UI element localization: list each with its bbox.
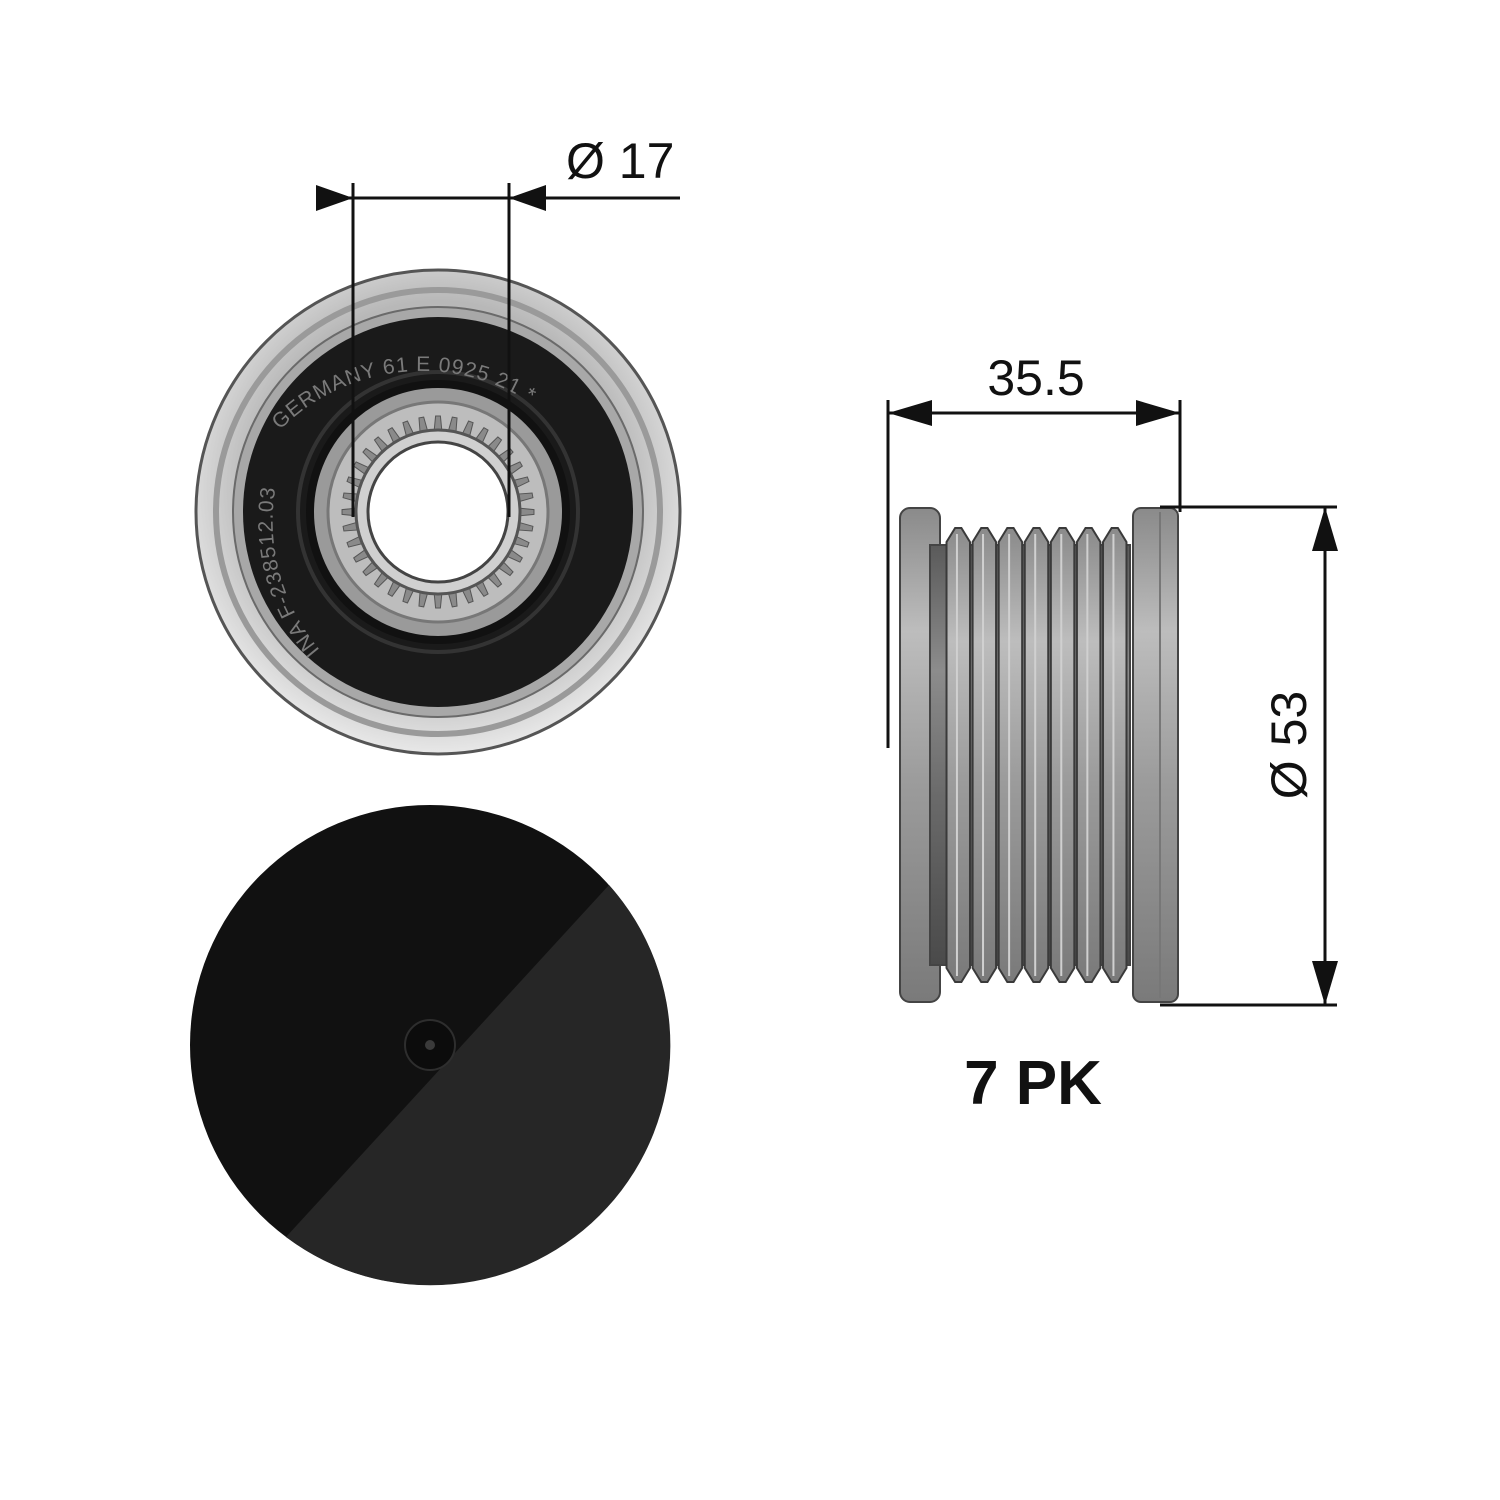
bore-dimension: Ø 17: [316, 133, 680, 517]
v-rib: [945, 527, 971, 983]
v-rib: [971, 527, 998, 983]
v-rib: [1075, 527, 1102, 983]
center-bore: [366, 440, 510, 584]
bore-arrow-left: [316, 185, 353, 211]
pulley-side-view: [899, 507, 1179, 1003]
width-label: 35.5: [987, 350, 1084, 406]
side-flange-right: [1132, 507, 1179, 1003]
v-rib: [1049, 527, 1076, 983]
bore-arrow-right: [509, 185, 546, 211]
pulley-front-view: INA F-238512.03 GERMANY 61 E 0925 21 *: [194, 268, 682, 756]
belt-profile-label: 7 PK: [964, 1049, 1102, 1118]
outer-diameter-label: Ø 53: [1261, 691, 1317, 799]
bore-diameter-label: Ø 17: [566, 133, 674, 189]
outer-diameter-dimension: Ø 53: [1160, 505, 1338, 1007]
seal-ring: [296, 370, 580, 654]
width-dimension: 35.5: [886, 350, 1182, 748]
cap-center-dot: [425, 1040, 435, 1050]
groove-set: [945, 527, 1128, 983]
cap-shade: [286, 885, 671, 1286]
pulley-rim-ring: [213, 287, 663, 737]
dust-cap: [190, 805, 671, 1286]
v-rib: [1102, 527, 1128, 983]
v-rib: [997, 527, 1024, 983]
width-arrow-left: [888, 400, 932, 426]
v-rib: [1023, 527, 1050, 983]
width-arrow-right: [1136, 400, 1180, 426]
od-arrow-bottom: [1312, 961, 1338, 1005]
od-arrow-top: [1312, 507, 1338, 551]
